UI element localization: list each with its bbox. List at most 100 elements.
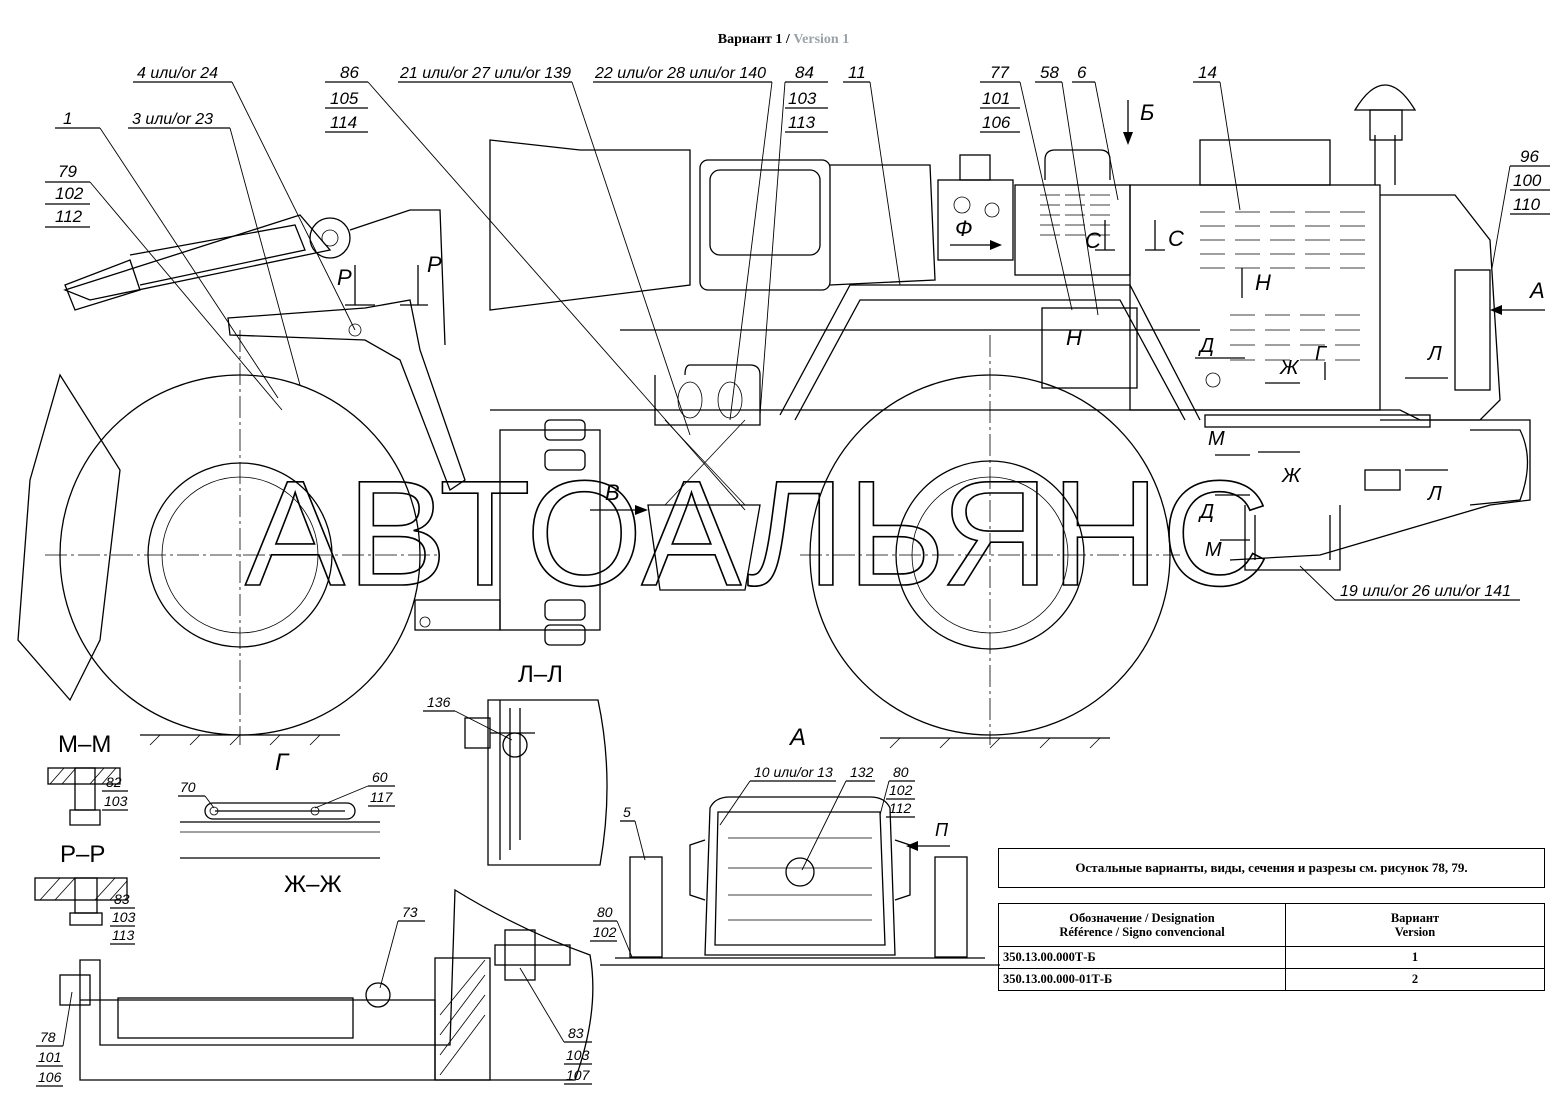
view-A: А 5 10 или/or 13 132 80 102 112 80 102 П [590,724,1000,966]
marker-V: В [605,480,620,505]
row-code: 350.13.00.000Т-Б [998,946,1286,969]
callout-80a: 80 [893,764,909,780]
marker-F: Ф [955,216,973,241]
section-ZHZH: Ж–Ж 73 83 103 107 78 101 106 [36,871,594,1087]
note-other-variants: Остальные варианты, виды, сечения и разр… [998,848,1545,888]
marker-G: Г [1315,343,1328,365]
callout-22: 22 или/or 28 или/or 140 [594,65,766,82]
marker-ZH1: Ж [1279,357,1300,379]
callout-1: 1 [63,109,72,128]
section-LL-title: Л–Л [518,661,563,688]
callout-60: 60 [372,769,388,785]
callout-83b: 83 [568,1025,584,1041]
header-designation-line1: Обозначение / Designation [1069,911,1215,925]
callout-70: 70 [180,779,196,795]
callout-19: 19 или/or 26 или/or 141 [1340,583,1511,600]
callout-10: 10 или/or 13 [754,764,833,780]
marker-M1: М [1208,428,1225,450]
callout-80b: 80 [597,904,613,920]
section-LL: Л–Л 136 [423,661,608,866]
callout-82: 82 [106,774,122,790]
view-G: Г 70 60 117 [178,749,395,859]
callout-84: 84 [795,63,814,82]
callout-82-103: 103 [104,793,128,809]
callout-83a: 83 [114,891,130,907]
bracket-arm [227,299,466,491]
marker-D2: Д [1198,501,1214,523]
callout-78-106: 106 [38,1069,62,1085]
title-ru: Вариант 1 / [717,32,790,47]
view-markers: Б А С С Ф Н Н Р Р В Д Д Ж Ж Г [337,100,1545,561]
row-version: 1 [1285,946,1545,969]
callout-11: 11 [848,63,866,82]
callout-96: 96 [1520,147,1539,166]
section-RR-title: Р–Р [60,841,105,868]
section-MM: М–М 82 103 [47,731,128,826]
marker-L2: Л [1426,483,1442,505]
callout-21: 21 или/or 27 или/or 139 [399,65,571,82]
callout-113: 113 [788,113,816,132]
callout-105: 105 [330,89,359,108]
callout-117: 117 [370,789,394,805]
machine-side-view [17,84,1531,749]
view-A-title: А [788,724,806,751]
callout-3: 3 или/or 23 [132,111,213,128]
callout-80b-102: 102 [593,924,617,940]
callout-4: 4 или/or 24 [137,65,218,82]
watermark: АВТОАЛЬЯНС [245,449,1272,617]
marker-L1: Л [1426,343,1442,365]
view-G-title: Г [275,749,290,776]
marker-C1: С [1168,226,1184,251]
callout-14: 14 [1198,63,1217,82]
callout-83a-103: 103 [112,909,136,925]
callout-103: 103 [788,89,817,108]
section-ZHZH-title: Ж–Ж [284,871,342,898]
callout-106: 106 [982,113,1011,132]
callouts-main: 79 102 112 1 3 или/or 23 4 или/or 24 86 … [45,63,1550,601]
callout-79: 79 [58,162,77,181]
callout-112: 112 [55,207,83,226]
callout-5: 5 [623,804,631,820]
section-MM-title: М–М [58,731,111,758]
callout-78: 78 [40,1029,56,1045]
callout-77: 77 [990,63,1009,82]
callout-132: 132 [850,764,874,780]
callout-73: 73 [402,904,418,920]
marker-M2: М [1205,539,1222,561]
marker-P-view: П [935,820,949,840]
marker-N2: Н [1255,270,1271,295]
title-en: Version 1 [793,32,850,47]
callout-102: 102 [55,184,84,203]
callout-80a-102: 102 [889,782,913,798]
engine-hood [1129,184,1381,411]
callout-6: 6 [1077,63,1087,82]
callout-136: 136 [427,694,451,710]
header-designation-line2: Référence / Signo convencional [1059,925,1225,939]
callout-58: 58 [1040,63,1059,82]
callout-78-101: 101 [38,1049,61,1065]
table-row: 350.13.00.000-01Т-Б 2 [998,968,1545,991]
marker-A: А [1528,278,1545,303]
row-version: 2 [1285,968,1545,991]
marker-P2: Р [427,252,442,277]
marker-B: Б [1140,100,1154,125]
header-version-line1: Вариант [1390,911,1440,925]
section-RR: Р–Р 83 103 113 [34,841,136,945]
callout-83a-113: 113 [112,927,135,943]
callout-86: 86 [340,63,359,82]
header-version-line2: Version [1394,925,1436,939]
marker-N1: Н [1066,325,1082,350]
callout-101: 101 [982,89,1010,108]
callout-114: 114 [330,113,357,132]
callout-80a-112: 112 [889,800,912,816]
callout-83b-103: 103 [566,1047,590,1063]
marker-ZH2: Ж [1281,465,1302,487]
cab [489,139,691,311]
table-row: 350.13.00.000Т-Б 1 [998,946,1545,969]
marker-C2: С [1085,228,1101,253]
callout-83b-107: 107 [566,1067,591,1083]
